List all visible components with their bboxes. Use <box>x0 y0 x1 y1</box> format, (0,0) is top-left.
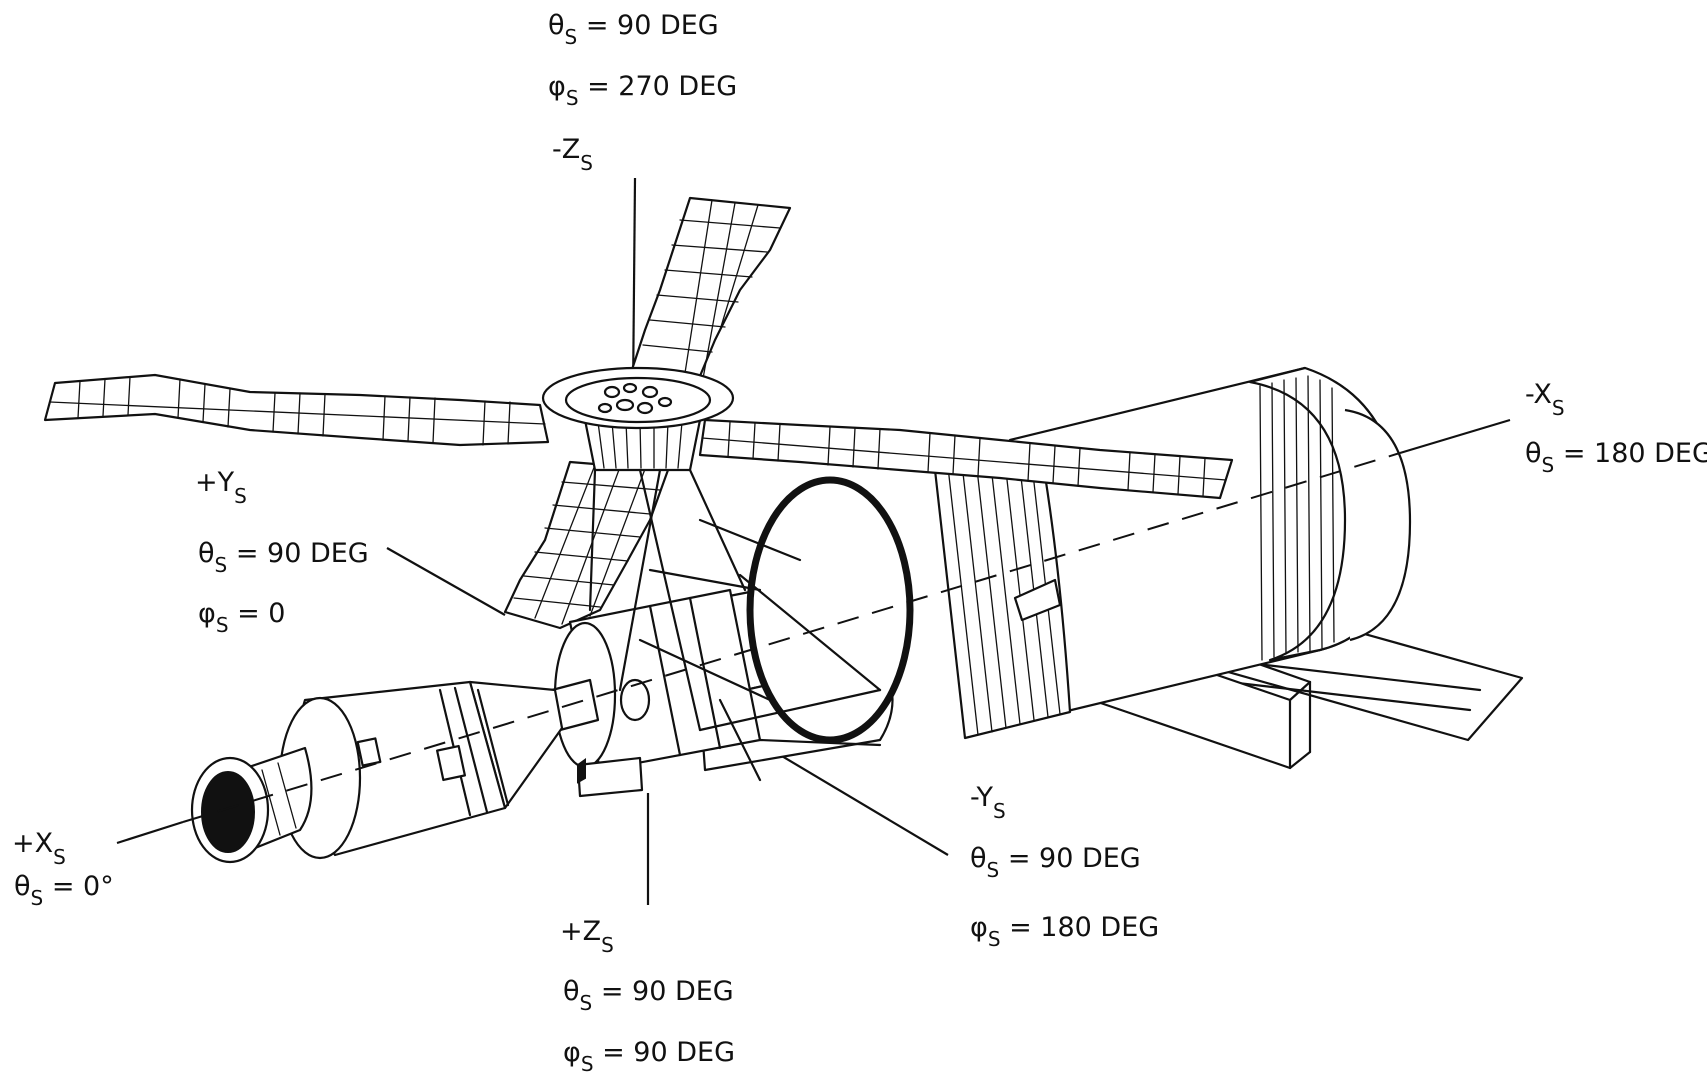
minus-y-axis-line <box>754 739 949 856</box>
svg-text:θS = 90 DEG: θS = 90 DEG <box>970 843 1141 882</box>
axis-name: +Y <box>195 467 235 498</box>
label-minus-z: θS = 90 DEG φS = 270 DEG -ZS <box>548 10 737 175</box>
theta-subscript: S <box>987 858 1000 882</box>
workshop-forward-ring <box>746 476 914 744</box>
plus-x-axis-line <box>116 820 184 845</box>
atm-array-left <box>43 373 550 447</box>
command-service-module <box>190 678 600 864</box>
phi-symbol: φ <box>970 912 988 943</box>
svg-text:φS = 0: φS = 0 <box>198 598 285 637</box>
theta-symbol: θ <box>563 976 580 1007</box>
phi-value: = 270 DEG <box>579 71 738 102</box>
svg-text:+XS: +XS <box>12 828 66 869</box>
svg-text:φS = 270 DEG: φS = 270 DEG <box>548 71 737 110</box>
axis-name: -X <box>1525 379 1552 410</box>
axis-subscript: S <box>580 151 593 175</box>
wing-hinge <box>1013 578 1062 622</box>
theta-subscript: S <box>31 886 44 910</box>
phi-subscript: S <box>988 927 1001 951</box>
phi-symbol: φ <box>198 598 216 629</box>
phi-subscript: S <box>566 86 579 110</box>
airlock-module <box>553 468 914 798</box>
svg-text:+YS: +YS <box>195 467 247 508</box>
x-axis-centerline <box>182 452 1401 823</box>
phi-value: = 180 DEG <box>1001 912 1160 943</box>
apollo-telescope-mount <box>541 366 735 472</box>
svg-text:-XS: -XS <box>1525 379 1565 420</box>
theta-value: = 90 DEG <box>592 976 734 1007</box>
svg-text:θS = 90 DEG: θS = 90 DEG <box>563 976 734 1015</box>
theta-symbol: θ <box>548 10 565 41</box>
svg-text:θS = 0°: θS = 0° <box>14 871 114 910</box>
underside-equipment <box>576 756 644 798</box>
axis-subscript: S <box>1552 396 1565 420</box>
label-minus-x: -XS θS = 180 DEG <box>1525 379 1707 477</box>
svg-text:+ZS: +ZS <box>560 916 614 957</box>
theta-value: = 180 DEG <box>1554 438 1707 469</box>
phi-value: = 0 <box>229 598 286 629</box>
theta-symbol: θ <box>970 843 987 874</box>
theta-subscript: S <box>1542 453 1555 477</box>
plus-y-axis-line <box>386 547 506 616</box>
axis-subscript: S <box>53 845 66 869</box>
svg-text:θS = 90 DEG: θS = 90 DEG <box>548 10 719 49</box>
theta-value: = 90 DEG <box>999 843 1141 874</box>
minus-x-axis-line <box>1399 418 1511 455</box>
axis-name: +X <box>12 828 53 859</box>
phi-value: = 90 DEG <box>594 1037 736 1068</box>
label-plus-x: +XS θS = 0° <box>12 828 114 910</box>
theta-symbol: θ <box>14 871 31 902</box>
axis-lines <box>116 177 1511 905</box>
axis-subscript: S <box>601 933 614 957</box>
svg-text:-YS: -YS <box>970 782 1006 823</box>
phi-symbol: φ <box>563 1037 581 1068</box>
phi-symbol: φ <box>548 71 566 102</box>
theta-subscript: S <box>565 25 578 49</box>
axis-subscript: S <box>993 799 1006 823</box>
label-plus-z: +ZS θS = 90 DEG φS = 90 DEG <box>560 916 735 1076</box>
label-minus-y: -YS θS = 90 DEG φS = 180 DEG <box>970 782 1159 951</box>
engine-nozzle <box>201 771 255 853</box>
axis-name: +Z <box>560 916 601 947</box>
atm-solar-arrays <box>43 196 1234 630</box>
phi-subscript: S <box>216 613 229 637</box>
axis-subscript: S <box>234 484 247 508</box>
theta-subscript: S <box>580 991 593 1015</box>
theta-symbol: θ <box>1525 438 1542 469</box>
theta-subscript: S <box>215 553 228 577</box>
phi-subscript: S <box>581 1052 594 1076</box>
svg-text:φS = 180 DEG: φS = 180 DEG <box>970 912 1159 951</box>
theta-symbol: θ <box>198 538 215 569</box>
theta-value: = 90 DEG <box>227 538 369 569</box>
svg-text:φS = 90 DEG: φS = 90 DEG <box>563 1037 735 1076</box>
axis-name: -Z <box>552 134 580 165</box>
label-plus-y: +YS θS = 90 DEG φS = 0 <box>195 467 369 637</box>
axis-name: -Y <box>970 782 994 813</box>
theta-value: = 0° <box>43 871 113 902</box>
svg-text:-ZS: -ZS <box>552 134 593 175</box>
workshop-forward-band <box>933 443 1072 740</box>
minus-z-axis-line <box>631 177 637 396</box>
svg-text:θS = 90 DEG: θS = 90 DEG <box>198 538 369 577</box>
workshop-aft-dome <box>1344 408 1412 642</box>
svg-text:θS = 180 DEG: θS = 180 DEG <box>1525 438 1707 477</box>
theta-value: = 90 DEG <box>577 10 719 41</box>
